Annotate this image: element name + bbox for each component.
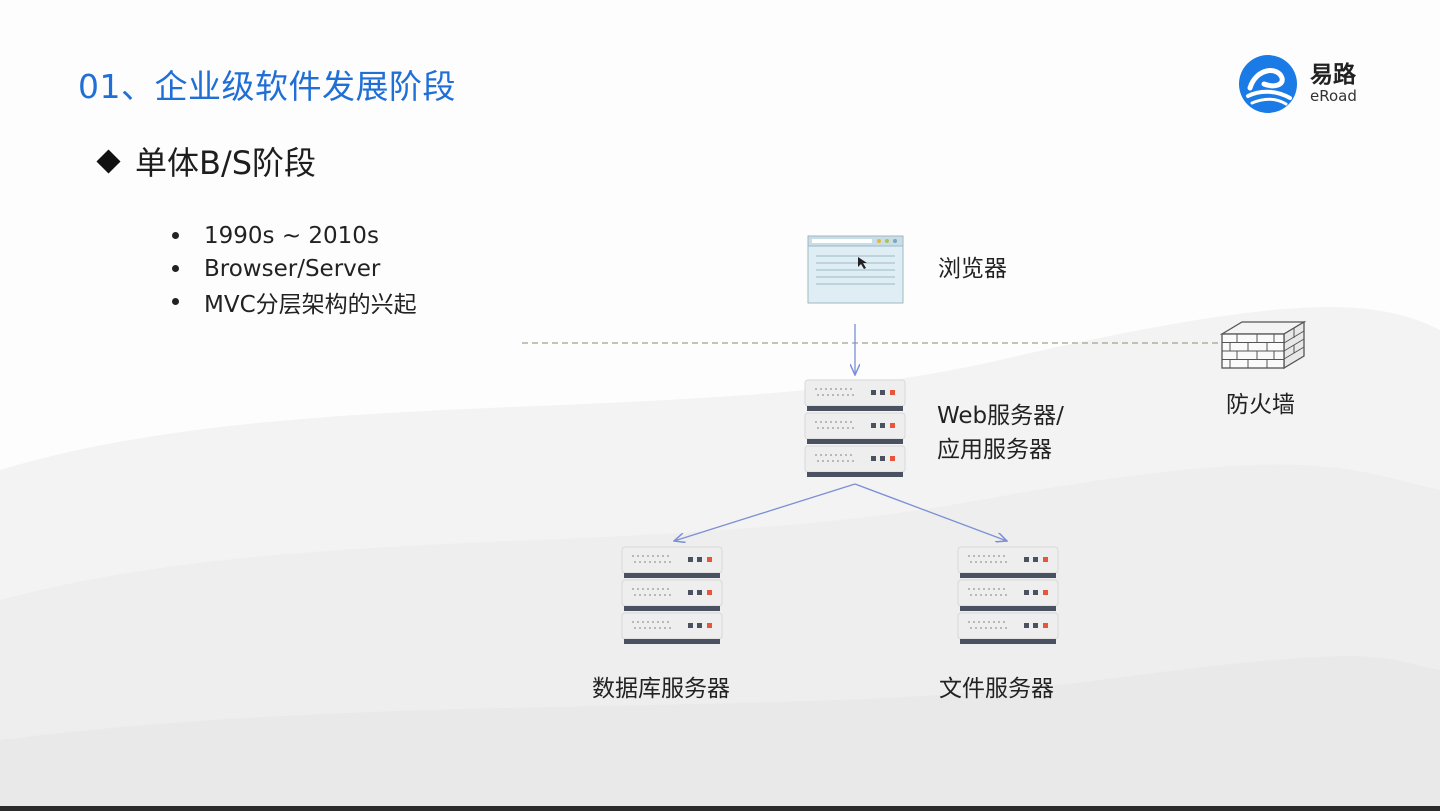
- bullet-dot-icon: [172, 232, 179, 239]
- bottom-bar: [0, 806, 1440, 811]
- eroad-logo-icon: [1239, 55, 1297, 113]
- arrow-web-to-file: [854, 483, 1007, 541]
- db-server-label: 数据库服务器: [592, 676, 730, 702]
- browser-icon: [807, 235, 904, 304]
- firewall-icon: [1219, 320, 1307, 370]
- list-item: 1990s ~ 2010s: [172, 219, 417, 252]
- file-server-label: 文件服务器: [939, 676, 1054, 702]
- firewall-label: 防火墙: [1226, 392, 1295, 418]
- section-heading: 单体B/S阶段: [96, 138, 316, 184]
- web-server-icon: [804, 379, 906, 478]
- logo-text-cn: 易路: [1310, 62, 1356, 89]
- web-server-label-line2: 应用服务器: [937, 437, 1052, 463]
- page-title: 01、企业级软件发展阶段: [78, 67, 456, 106]
- database-server-icon: [621, 546, 723, 645]
- arrow-web-to-db: [674, 483, 856, 541]
- section-heading-text: 单体B/S阶段: [135, 144, 317, 182]
- logo-text-en: eRoad: [1310, 87, 1357, 106]
- web-server-label-line1: Web服务器/: [937, 403, 1064, 429]
- bullet-list: 1990s ~ 2010s Browser/Server MVC分层架构的兴起: [172, 219, 417, 318]
- file-server-icon: [957, 546, 1059, 645]
- browser-label: 浏览器: [938, 256, 1007, 282]
- logo: 易路 eRoad: [1238, 54, 1357, 114]
- bullet-dot-icon: [172, 298, 179, 305]
- bullet-dot-icon: [172, 265, 179, 272]
- list-item: Browser/Server: [172, 252, 417, 285]
- list-item: MVC分层架构的兴起: [172, 285, 417, 318]
